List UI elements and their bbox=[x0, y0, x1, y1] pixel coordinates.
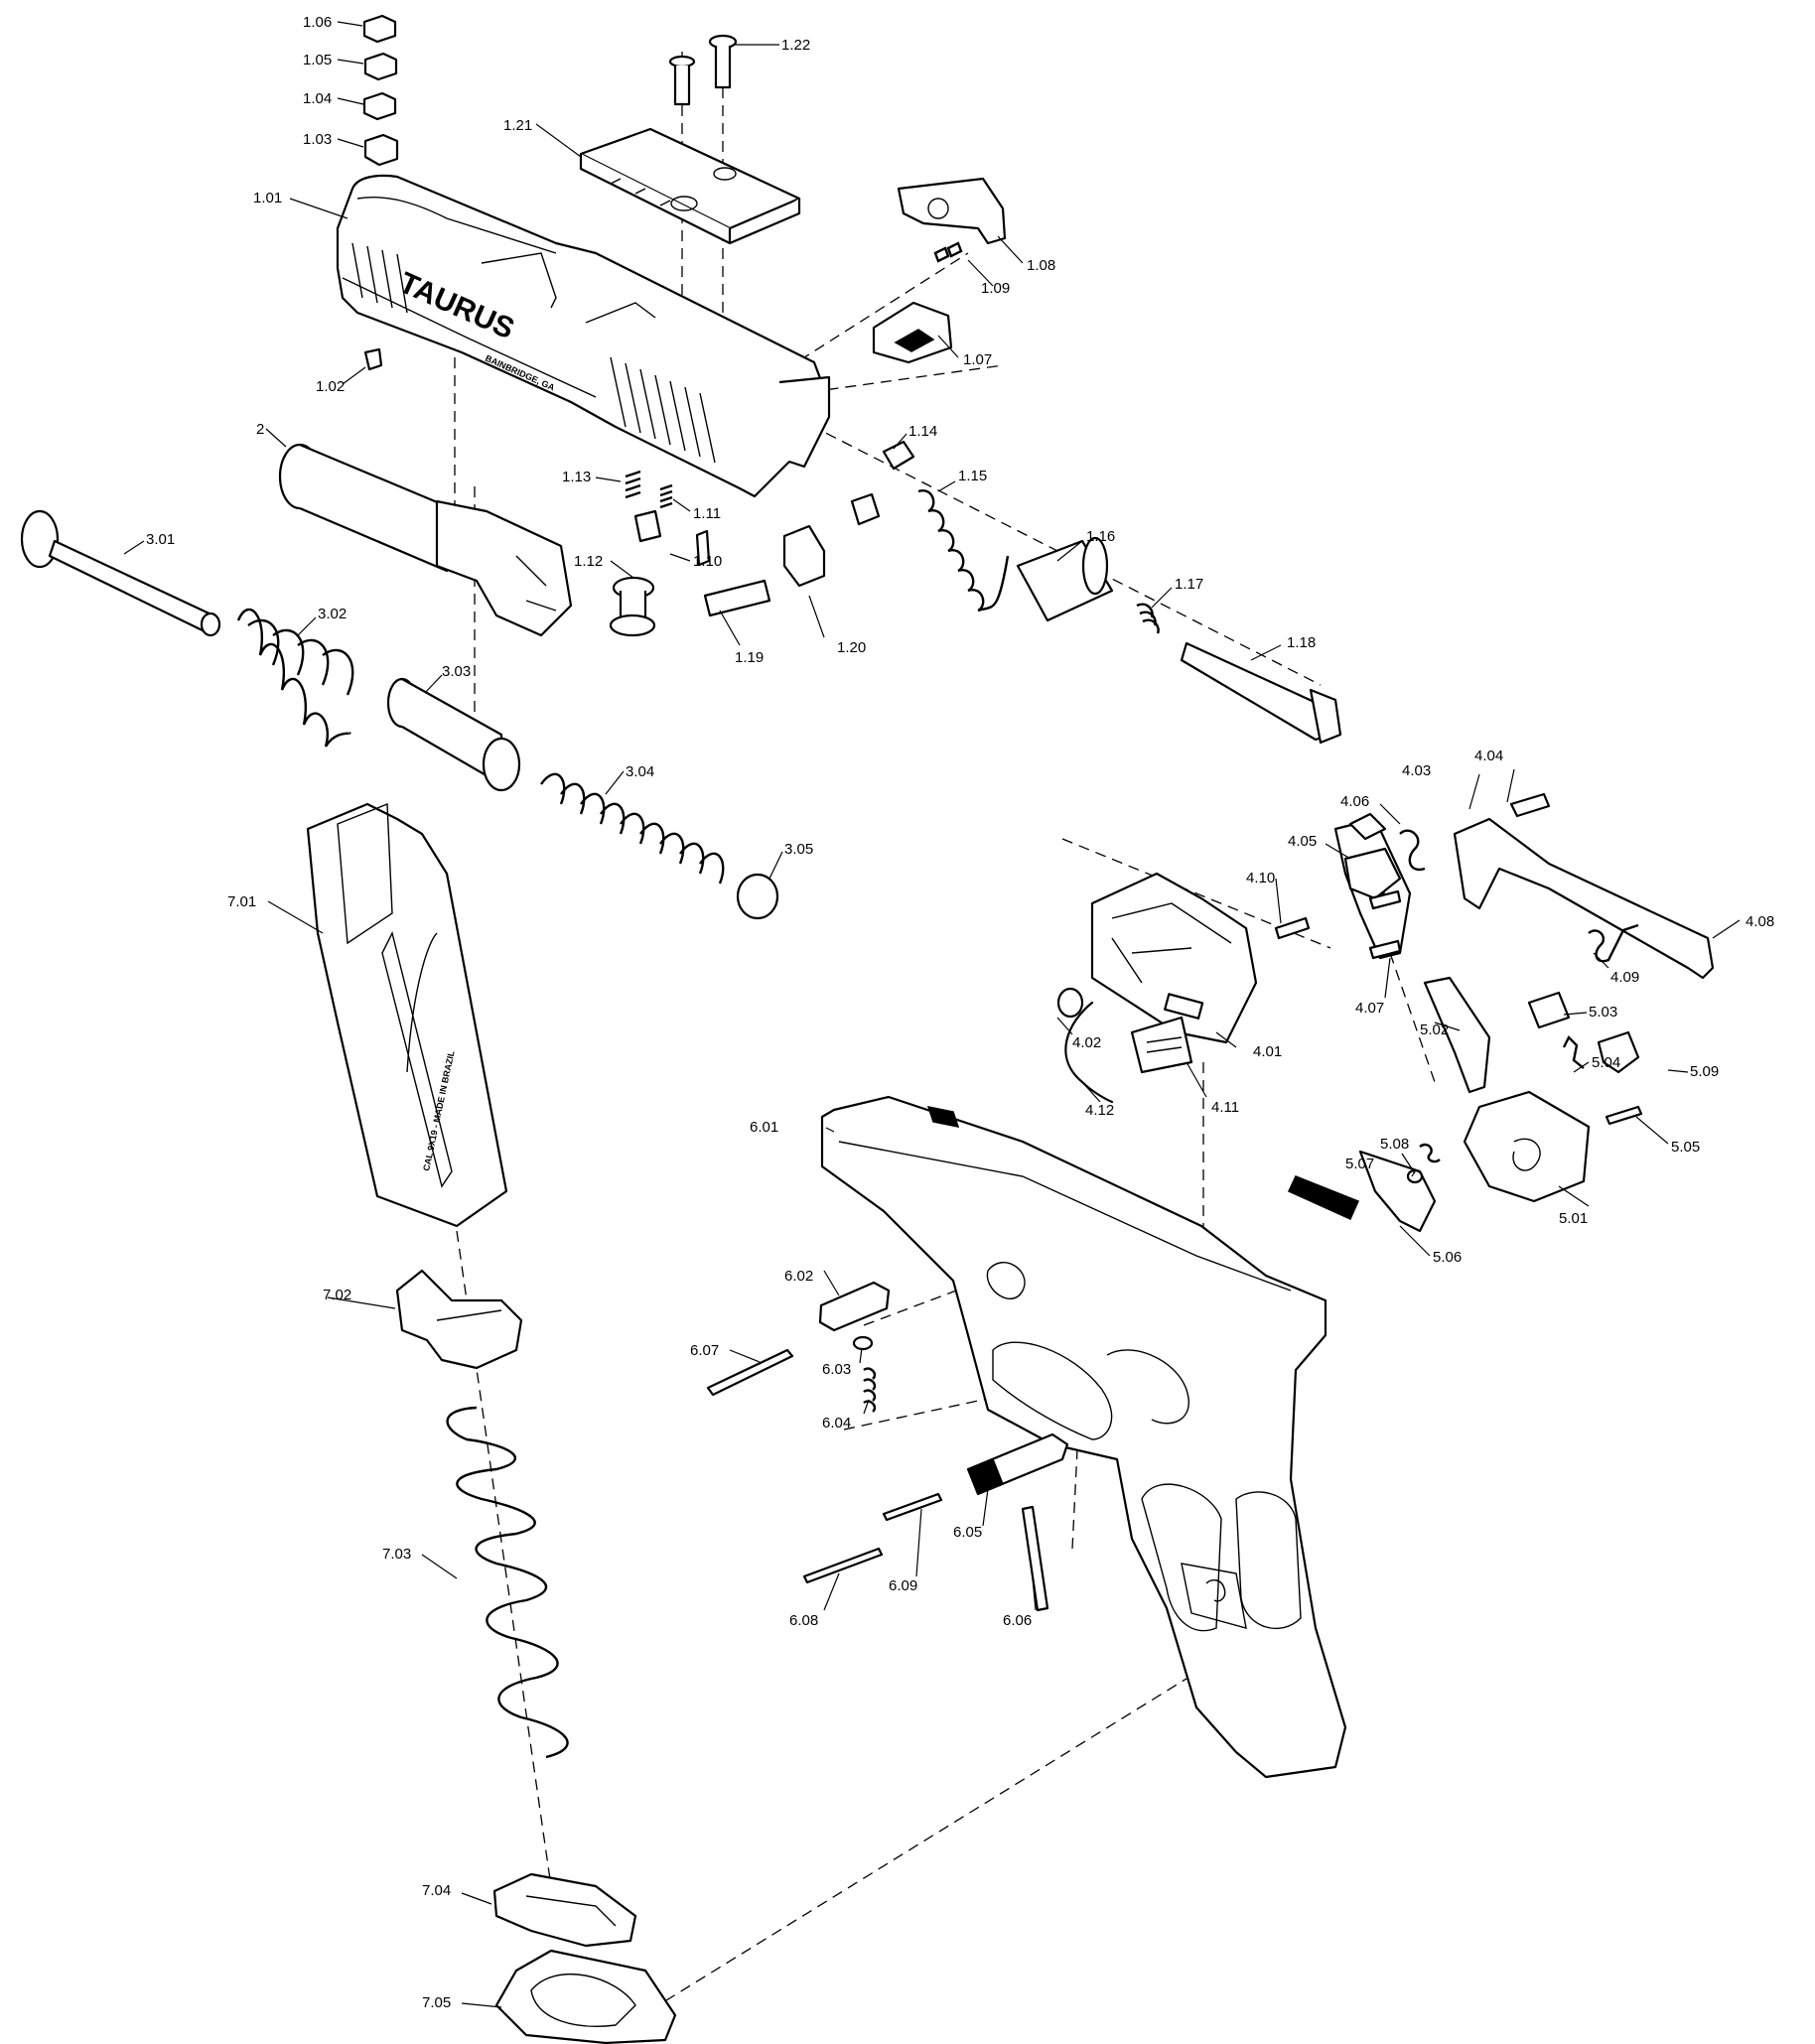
callout-3-05: 3.05 bbox=[784, 841, 813, 858]
magazine-follower bbox=[395, 1269, 523, 1370]
callout-4-10: 4.10 bbox=[1246, 870, 1275, 886]
callout-7-04: 7.04 bbox=[422, 1882, 451, 1899]
recoil-tube bbox=[386, 677, 521, 792]
recoil-guide-rod bbox=[20, 509, 221, 637]
callout-4-12: 4.12 bbox=[1085, 1102, 1114, 1119]
callout-1-20: 1.20 bbox=[837, 639, 866, 656]
callout-6-06: 6.06 bbox=[1003, 1612, 1032, 1629]
callout-1-06: 1.06 bbox=[303, 14, 332, 31]
callout-1-07: 1.07 bbox=[963, 351, 992, 368]
callout-1-18: 1.18 bbox=[1287, 634, 1316, 651]
callout-1-11: 1.11 bbox=[693, 505, 721, 522]
magazine-baseplate bbox=[494, 1949, 677, 2044]
callout-3-03: 3.03 bbox=[442, 663, 471, 680]
callout-6-05: 6.05 bbox=[953, 1524, 982, 1541]
frame-small-parts bbox=[706, 1281, 1069, 1612]
cover-plate bbox=[579, 127, 801, 245]
callout-5-09: 5.09 bbox=[1690, 1063, 1719, 1080]
leader-lines bbox=[123, 21, 1741, 2008]
callout-1-16: 1.16 bbox=[1086, 528, 1115, 545]
callout-1-21: 1.21 bbox=[503, 117, 532, 134]
callout-4-01: 4.01 bbox=[1253, 1043, 1282, 1060]
frame bbox=[820, 1095, 1347, 1779]
sear-assembly bbox=[1287, 976, 1643, 1233]
callout-2: 2 bbox=[256, 421, 264, 438]
extractor-parts bbox=[362, 14, 399, 371]
callout-7-05: 7.05 bbox=[422, 1994, 451, 2011]
firing-pin-assembly bbox=[850, 440, 1342, 745]
slide-serrations-rear bbox=[351, 242, 408, 314]
callout-1-01: 1.01 bbox=[253, 190, 282, 206]
callout-4-09: 4.09 bbox=[1610, 969, 1639, 986]
striker-safety-parts bbox=[609, 470, 826, 637]
callout-1-22: 1.22 bbox=[781, 37, 810, 54]
callout-5-04: 5.04 bbox=[1592, 1054, 1620, 1071]
cover-plate-screws bbox=[668, 34, 738, 106]
recoil-cap bbox=[736, 873, 779, 920]
callout-5-07: 5.07 bbox=[1345, 1156, 1374, 1172]
callout-5-08: 5.08 bbox=[1380, 1136, 1409, 1153]
barrel bbox=[278, 443, 573, 637]
callout-5-05: 5.05 bbox=[1671, 1139, 1700, 1156]
callout-3-01: 3.01 bbox=[146, 531, 175, 548]
callout-5-06: 5.06 bbox=[1433, 1249, 1462, 1266]
callout-1-14: 1.14 bbox=[908, 423, 937, 440]
callout-1-08: 1.08 bbox=[1027, 257, 1055, 274]
callout-1-12: 1.12 bbox=[574, 553, 603, 570]
callout-4-05: 4.05 bbox=[1288, 833, 1317, 850]
hammer-parts bbox=[1274, 792, 1715, 980]
callout-1-19: 1.19 bbox=[735, 649, 764, 666]
callout-5-02: 5.02 bbox=[1420, 1022, 1449, 1038]
callout-4-04: 4.04 bbox=[1474, 748, 1503, 764]
callout-3-02: 3.02 bbox=[318, 606, 347, 622]
magazine-base-insert bbox=[492, 1872, 637, 1948]
callout-1-10: 1.10 bbox=[693, 553, 722, 570]
callout-1-17: 1.17 bbox=[1175, 576, 1203, 593]
callout-1-15: 1.15 bbox=[958, 468, 987, 484]
callout-7-01: 7.01 bbox=[227, 893, 256, 910]
trigger-housing bbox=[1056, 872, 1258, 1104]
callout-labels: 1.06 1.05 1.04 1.03 1.01 1.02 1.21 1.22 … bbox=[146, 14, 1774, 2011]
magazine: CAL 9X19 - MADE IN BRAZIL bbox=[306, 802, 508, 1228]
callout-3-04: 3.04 bbox=[626, 763, 654, 780]
callout-6-02: 6.02 bbox=[784, 1268, 813, 1285]
callout-6-03: 6.03 bbox=[822, 1361, 851, 1378]
magazine-spring bbox=[446, 1406, 569, 1759]
callout-6-04: 6.04 bbox=[822, 1415, 851, 1431]
callout-4-02: 4.02 bbox=[1072, 1034, 1101, 1051]
callout-4-07: 4.07 bbox=[1355, 1000, 1384, 1017]
callout-4-06: 4.06 bbox=[1340, 793, 1369, 810]
callout-1-04: 1.04 bbox=[303, 90, 332, 107]
callout-1-03: 1.03 bbox=[303, 131, 332, 148]
callout-4-08: 4.08 bbox=[1745, 913, 1774, 930]
callout-6-07: 6.07 bbox=[690, 1342, 719, 1359]
callout-1-02: 1.02 bbox=[316, 378, 345, 395]
callout-6-09: 6.09 bbox=[889, 1577, 917, 1594]
callout-4-11: 4.11 bbox=[1211, 1099, 1239, 1116]
rear-sight-assembly bbox=[872, 177, 1007, 364]
slide-serrations-front bbox=[610, 356, 716, 464]
slide: TAURUS BAINBRIDGE, GA bbox=[336, 174, 831, 498]
callout-6-08: 6.08 bbox=[789, 1612, 818, 1629]
callout-4-03: 4.03 bbox=[1402, 762, 1431, 779]
callout-6-01: 6.01 bbox=[750, 1119, 778, 1136]
callout-7-02: 7.02 bbox=[323, 1287, 351, 1303]
callout-5-03: 5.03 bbox=[1589, 1004, 1617, 1021]
callout-1-09: 1.09 bbox=[981, 280, 1010, 297]
callout-7-03: 7.03 bbox=[382, 1546, 411, 1563]
recoil-spring-inner bbox=[236, 608, 354, 748]
recoil-spring-outer bbox=[540, 772, 725, 885]
callout-1-05: 1.05 bbox=[303, 52, 332, 68]
callout-5-01: 5.01 bbox=[1559, 1210, 1588, 1227]
callout-1-13: 1.13 bbox=[562, 469, 591, 485]
